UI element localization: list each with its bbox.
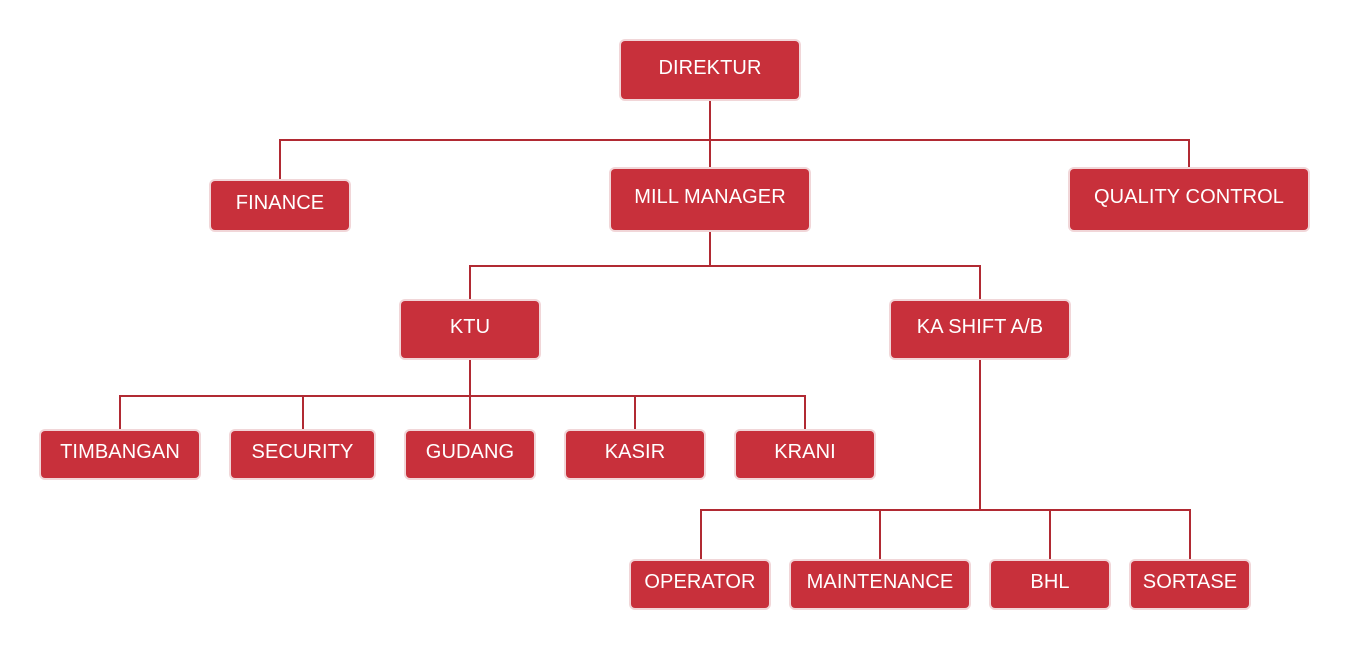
- node-mill-manager-label: MILL MANAGER: [634, 186, 786, 208]
- node-kasir-label: KASIR: [604, 441, 666, 463]
- node-kasir: KASIR: [566, 431, 704, 478]
- node-security: SECURITY: [231, 431, 374, 478]
- node-sortase-label: SORTASE: [1142, 571, 1238, 593]
- node-ktu-label: KTU: [449, 316, 491, 338]
- node-timbangan: TIMBANGAN: [41, 431, 199, 478]
- node-direktur-label: DIREKTUR: [658, 57, 762, 79]
- node-gudang: GUDANG: [406, 431, 534, 478]
- node-maintenance-label: MAINTENANCE: [806, 571, 954, 593]
- node-maintenance: MAINTENANCE: [791, 561, 969, 608]
- node-ka-shift: KA SHIFT A/B: [891, 301, 1069, 358]
- node-mill-manager: MILL MANAGER: [611, 169, 809, 230]
- node-operator: OPERATOR: [631, 561, 769, 608]
- node-bhl: BHL: [991, 561, 1109, 608]
- node-timbangan-label: TIMBANGAN: [60, 441, 180, 463]
- node-gudang-label: GUDANG: [425, 441, 515, 463]
- node-ktu: KTU: [401, 301, 539, 358]
- node-krani-label: KRANI: [774, 441, 836, 463]
- node-quality-control: QUALITY CONTROL: [1070, 169, 1308, 230]
- node-ka-shift-label: KA SHIFT A/B: [916, 316, 1044, 338]
- node-security-label: SECURITY: [251, 441, 354, 463]
- node-direktur: DIREKTUR: [621, 41, 799, 99]
- node-sortase: SORTASE: [1131, 561, 1249, 608]
- node-operator-label: OPERATOR: [644, 571, 756, 593]
- node-krani: KRANI: [736, 431, 874, 478]
- node-bhl-label: BHL: [1030, 571, 1070, 593]
- node-finance-label: FINANCE: [235, 192, 325, 214]
- node-finance: FINANCE: [211, 181, 349, 230]
- node-quality-control-label: QUALITY CONTROL: [1093, 186, 1285, 208]
